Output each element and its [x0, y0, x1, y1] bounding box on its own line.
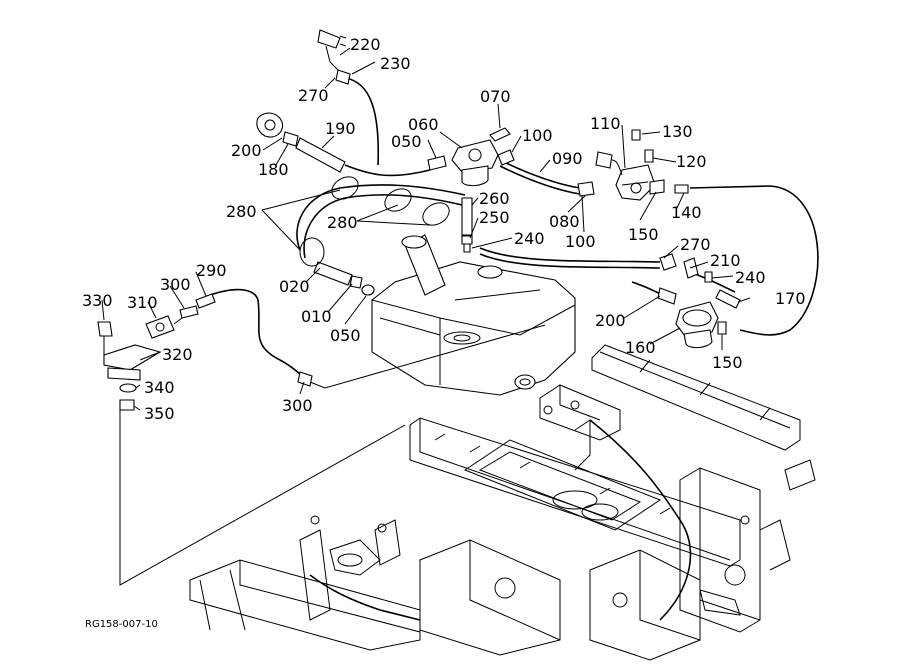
- fuel-hoses: [119, 77, 819, 621]
- part-label-270: 270: [298, 86, 329, 105]
- part-label-320: 320: [162, 345, 193, 364]
- part-label-190: 190: [325, 119, 356, 138]
- part-label-300: 300: [160, 275, 191, 294]
- part-label-160: 160: [625, 338, 656, 357]
- part-label-170: 170: [775, 289, 806, 308]
- part-label-010: 010: [301, 307, 332, 326]
- part-label-050: 050: [330, 326, 361, 345]
- part-label-340: 340: [144, 378, 175, 397]
- part-label-300: 300: [282, 396, 313, 415]
- part-label-210: 210: [710, 251, 741, 270]
- part-number-labels: 220 230 270 070 060 100 050 090 110 130 …: [82, 35, 806, 630]
- part-label-050: 050: [391, 132, 422, 151]
- part-label-120: 120: [676, 152, 707, 171]
- part-label-080: 080: [549, 212, 580, 231]
- leader-lines: [101, 47, 751, 411]
- part-label-240: 240: [514, 229, 545, 248]
- part-label-240: 240: [735, 268, 766, 287]
- part-label-330: 330: [82, 291, 113, 310]
- part-label-280: 280: [327, 213, 358, 232]
- part-label-100: 100: [565, 232, 596, 251]
- part-label-070: 070: [480, 87, 511, 106]
- fuel-tank: [371, 234, 576, 396]
- chassis-frame: [189, 344, 816, 661]
- part-label-140: 140: [671, 203, 702, 222]
- part-label-200: 200: [595, 311, 626, 330]
- drawing-code: RG158-007-10: [85, 619, 158, 630]
- part-label-230: 230: [380, 54, 411, 73]
- part-label-150: 150: [628, 225, 659, 244]
- part-label-060: 060: [408, 115, 439, 134]
- part-label-350: 350: [144, 404, 175, 423]
- components: [97, 29, 741, 411]
- part-label-090: 090: [552, 149, 583, 168]
- part-label-270: 270: [680, 235, 711, 254]
- part-label-260: 260: [479, 189, 510, 208]
- part-label-310: 310: [127, 293, 158, 312]
- part-label-200: 200: [231, 141, 262, 160]
- part-label-290: 290: [196, 261, 227, 280]
- part-label-130: 130: [662, 122, 693, 141]
- part-label-280: 280: [226, 202, 257, 221]
- part-label-020: 020: [279, 277, 310, 296]
- part-label-250: 250: [479, 208, 510, 227]
- part-label-180: 180: [258, 160, 289, 179]
- part-label-110: 110: [590, 114, 621, 133]
- part-label-100: 100: [522, 126, 553, 145]
- part-label-220: 220: [350, 35, 381, 54]
- part-label-150: 150: [712, 353, 743, 372]
